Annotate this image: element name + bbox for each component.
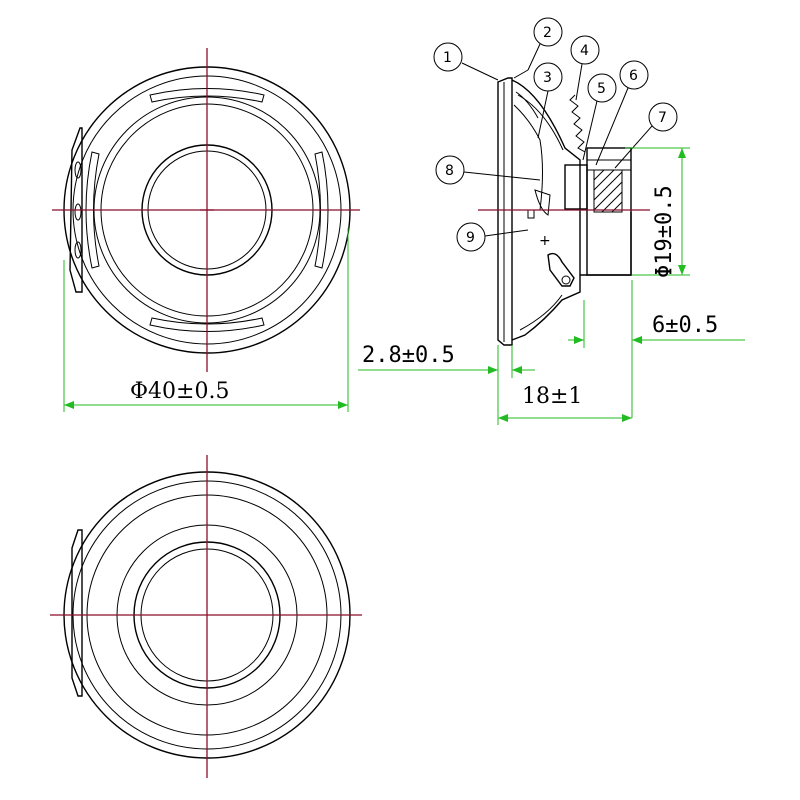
dim-total-depth: 18±1 [498,384,632,422]
svg-text:1: 1 [443,50,452,66]
rear-view [50,455,362,778]
side-spider [569,94,586,153]
dim-magnet-depth: 6±0.5 [568,280,745,418]
flange-thickness-label: 2.8±0.5 [362,343,455,368]
svg-text:4: 4 [580,43,589,59]
side-terminal [547,252,575,287]
dim-outer-diameter: Φ40±0.5 [63,228,349,412]
callout-1: 1 [433,42,499,81]
dim-magnet-diameter: Φ19±0.5 [625,147,690,278]
front-slot-bottom [149,317,265,332]
front-tab-hole-3 [74,241,82,259]
side-basket [511,79,581,341]
polarity-label: + [539,233,551,249]
dim-flange-thickness: 2.8±0.5 [358,343,535,425]
callout-3: 3 [533,62,563,139]
front-mounting-tab [69,127,83,293]
svg-text:7: 7 [658,110,667,126]
front-slot-left [85,151,100,269]
front-slot-top [149,88,265,103]
side-view: + [478,77,650,346]
svg-text:9: 9 [466,230,475,246]
callout-5: 5 [582,73,617,161]
rear-mounting-tab [71,529,83,697]
svg-text:5: 5 [597,81,606,97]
callout-9: 9 [456,222,529,252]
callout-7: 7 [614,102,678,169]
side-flange [497,77,513,346]
total-depth-label: 18±1 [522,384,582,409]
front-view [52,48,360,372]
diameter-outer-label: Φ40±0.5 [130,379,229,404]
magnet-depth-label: 6±0.5 [652,313,718,338]
svg-text:8: 8 [445,163,454,179]
callout-8: 8 [435,155,541,185]
side-terminal-hole [561,275,571,285]
callouts: 1 2 3 4 5 6 7 [433,17,678,252]
svg-text:2: 2 [543,25,552,41]
svg-text:6: 6 [629,68,638,84]
svg-text:3: 3 [543,70,552,86]
diameter-magnet-label: Φ19±0.5 [652,185,677,278]
front-tab-hole-1 [74,161,82,179]
callout-6: 6 [595,60,649,166]
side-top-plate [564,164,588,210]
callout-4: 4 [570,35,600,101]
side-cone [513,104,543,211]
callout-2: 2 [513,17,563,79]
side-pole-hatch [593,169,623,213]
front-tab-hole-2 [74,203,82,221]
front-slot-right [314,151,329,269]
